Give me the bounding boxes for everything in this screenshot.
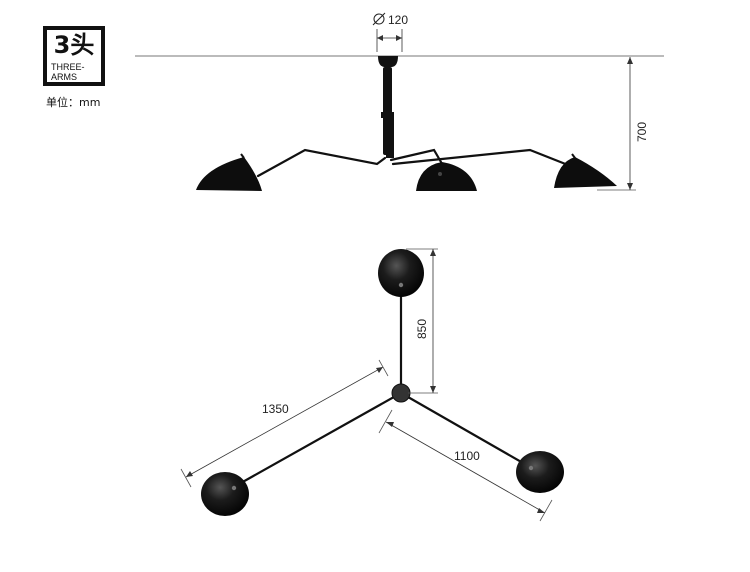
- height-dimension: 700: [597, 57, 649, 191]
- badge-title: 3头: [53, 31, 95, 59]
- canopy-diameter-label: 120: [388, 13, 408, 27]
- plan-shade-right: [516, 451, 564, 493]
- plan-shade-left: [201, 472, 249, 516]
- right-arm-dimension: 1100: [378, 409, 553, 522]
- canopy-diameter-dimension: 120: [372, 12, 408, 52]
- diameter-symbol-icon: [372, 12, 386, 26]
- left-arm-dimension: 1350: [180, 359, 389, 488]
- left-arm-length-label: 1350: [262, 402, 289, 416]
- canopy: [378, 56, 398, 158]
- elevation-shade-left: [196, 153, 262, 191]
- badge-subtitle-line1: THREE-: [51, 62, 85, 72]
- top-arm-length-label: 850: [415, 319, 429, 339]
- unit-label: 单位：mm: [46, 96, 101, 109]
- plan-shade-top: [378, 249, 424, 297]
- three-arms-badge: 3头 THREE- ARMS: [43, 26, 105, 86]
- elevation-shade-center: [416, 162, 477, 191]
- badge-subtitle: THREE- ARMS: [51, 62, 85, 82]
- elevation-shade-right: [554, 153, 617, 188]
- plan-arms: [230, 288, 532, 490]
- elevation-arms: [256, 148, 570, 178]
- height-label: 700: [635, 122, 649, 142]
- top-arm-dimension: 850: [406, 248, 438, 394]
- plan-hub: [391, 383, 411, 403]
- right-arm-length-label: 1100: [454, 449, 480, 463]
- badge-subtitle-line2: ARMS: [51, 72, 78, 82]
